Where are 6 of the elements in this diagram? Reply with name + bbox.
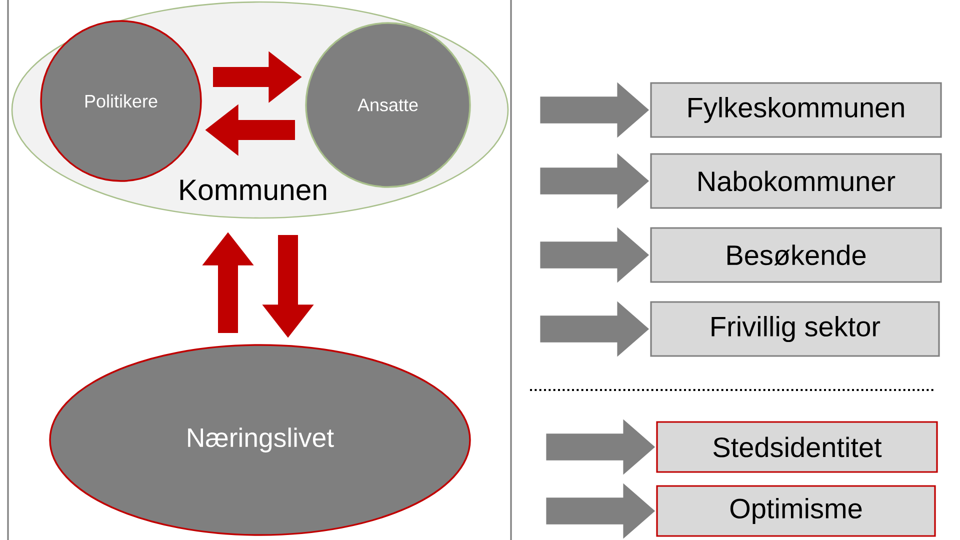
text-box: Fylkeskommunen [650, 82, 942, 138]
text-box: Nabokommuner [650, 153, 942, 209]
text-box: Besøkende [650, 227, 942, 283]
text-box: Stedsidentitet [656, 421, 938, 473]
text-box: Frivillig sektor [650, 301, 940, 357]
text-box: Optimisme [656, 485, 936, 537]
